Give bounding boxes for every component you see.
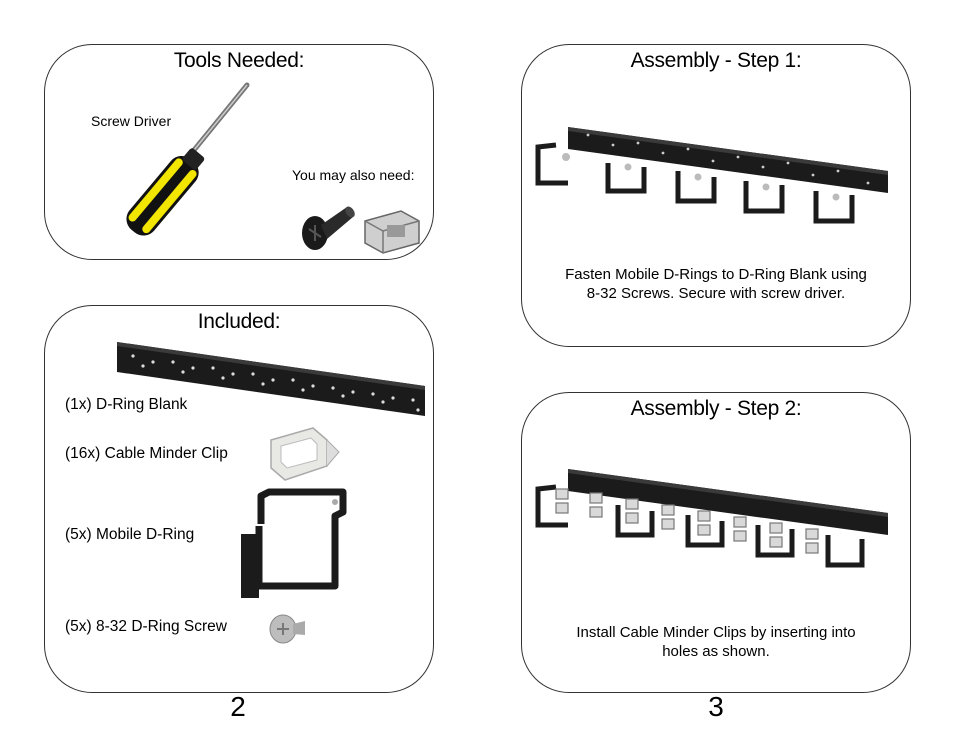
step1-caption-line1: Fasten Mobile D-Rings to D-Ring Blank us…: [565, 266, 867, 283]
screw-icon: [302, 206, 355, 250]
step2-caption-line2: holes as shown.: [662, 643, 770, 660]
page-number-right: 3: [708, 691, 724, 722]
d-ring-screw-image: [269, 614, 305, 644]
step1-assembly-image: [535, 127, 888, 224]
cage-nut-icon: [364, 210, 420, 254]
screwdriver-label: Screw Driver: [91, 113, 172, 129]
page-number-left: 2: [230, 691, 246, 722]
cable-minder-clip-image: [270, 427, 340, 481]
step2-title: Assembly - Step 2:: [630, 397, 802, 420]
item-d-ring-screw: (5x) 8-32 D-Ring Screw: [65, 618, 227, 635]
step1-title: Assembly - Step 1:: [630, 49, 802, 72]
included-panel: Included: (1x) D-Ring Blank (16x) Cable …: [44, 305, 434, 693]
tools-needed-panel: Tools Needed: Screw Driver You may also …: [44, 44, 434, 260]
item-cable-minder-clip: (16x) Cable Minder Clip: [65, 445, 228, 462]
step2-assembly-image: [535, 469, 888, 568]
assembly-step2-panel: Assembly - Step 2: Install Cable Minder …: [521, 392, 911, 693]
included-title: Included:: [197, 310, 281, 333]
assembly-step1-panel: Assembly - Step 1: Fasten Mobile D-Rings…: [521, 44, 911, 347]
step1-caption-line2: 8-32 Screws. Secure with screw driver.: [586, 285, 846, 302]
item-mobile-d-ring: (5x) Mobile D-Ring: [65, 526, 195, 543]
item-d-ring-blank: (1x) D-Ring Blank: [65, 396, 188, 413]
step2-caption: Install Cable Minder Clips by inserting …: [522, 623, 910, 661]
mobile-d-ring-image: [241, 488, 347, 598]
step2-caption-line1: Install Cable Minder Clips by inserting …: [576, 624, 856, 641]
tools-needed-title: Tools Needed:: [173, 49, 305, 72]
step1-caption: Fasten Mobile D-Rings to D-Ring Blank us…: [522, 265, 910, 303]
also-need-label: You may also need:: [292, 167, 415, 183]
d-ring-blank-image: [117, 342, 425, 416]
screwdriver-icon: [126, 82, 250, 236]
